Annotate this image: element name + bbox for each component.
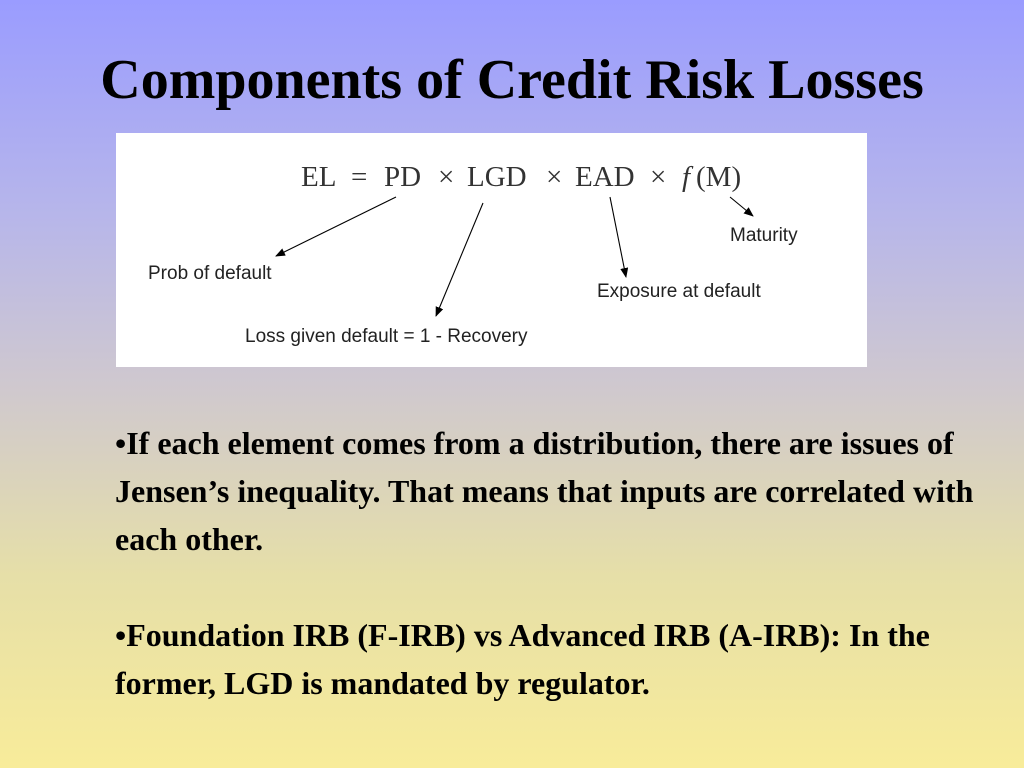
formula-equals: = — [351, 161, 367, 193]
label-prob-of-default: Prob of default — [148, 263, 272, 284]
formula-lgd: LGD — [467, 161, 527, 193]
formula-el: EL — [301, 161, 335, 193]
formula-f: f — [682, 161, 694, 193]
arrow-pd — [275, 196, 397, 257]
slide-title: Components of Credit Risk Losses — [100, 49, 924, 111]
bullet-spacer — [115, 563, 975, 611]
arrow-lgd — [435, 202, 484, 317]
formula-times-1: × — [438, 161, 454, 193]
bullet-list: •If each element comes from a distributi… — [115, 419, 975, 707]
formula-text: EL = PD × LGD × EAD × f (M) — [301, 161, 741, 193]
formula-times-3: × — [650, 161, 666, 193]
formula-m: (M) — [696, 161, 741, 193]
bullet-foundation-irb: •Foundation IRB (F-IRB) vs Advanced IRB … — [115, 617, 930, 701]
bullet-jensen-inequality: •If each element comes from a distributi… — [115, 425, 974, 557]
arrow-maturity — [729, 196, 754, 217]
formula-pd: PD — [384, 161, 421, 193]
label-loss-given-default: Loss given default = 1 - Recovery — [245, 326, 528, 347]
label-maturity: Maturity — [730, 225, 798, 246]
formula-times-2: × — [546, 161, 562, 193]
formula-ead: EAD — [575, 161, 635, 193]
formula-diagram: EL = PD × LGD × EAD × f (M) Prob of defa… — [116, 133, 867, 367]
arrow-ead — [609, 196, 629, 278]
label-exposure-at-default: Exposure at default — [597, 281, 761, 302]
formula-diagram-svg: EL = PD × LGD × EAD × f (M) Prob of defa… — [148, 161, 798, 347]
